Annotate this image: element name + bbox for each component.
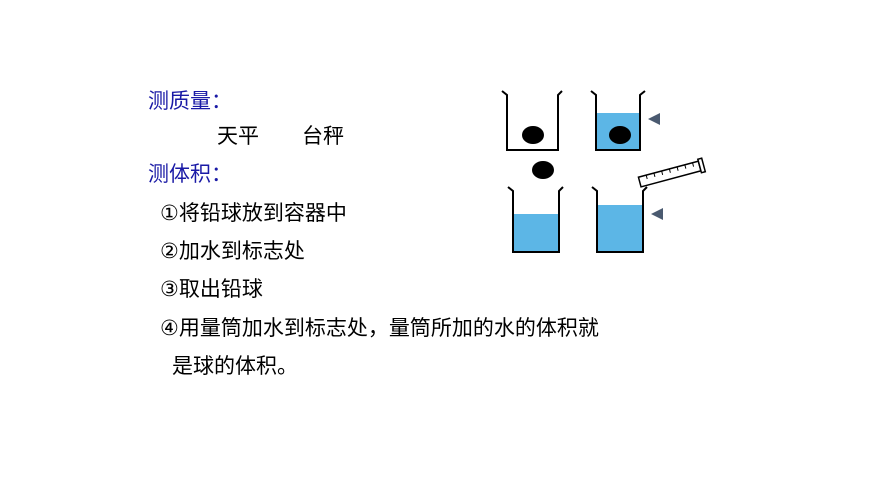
volume-heading: 测体积： <box>148 162 232 186</box>
water <box>597 205 643 252</box>
lead-ball <box>522 126 544 144</box>
instrument-balance: 天平 <box>217 124 259 148</box>
beaker-water-refilled <box>591 157 707 253</box>
instrument-scale: 台秤 <box>302 124 344 148</box>
step-4: ④用量筒加水到标志处，量筒所加的水的体积就 <box>160 316 599 340</box>
beaker-empty-with-ball <box>501 90 563 151</box>
step-1: ①将铅球放到容器中 <box>160 201 347 225</box>
removed-lead-ball <box>532 161 554 179</box>
water <box>513 214 559 252</box>
level-marker-icon <box>648 113 660 125</box>
level-marker-icon <box>651 208 663 220</box>
graduated-cylinder-icon <box>637 157 707 188</box>
step-3: ③取出铅球 <box>160 277 263 301</box>
beaker-water-with-ball <box>590 90 660 151</box>
beaker-water-lowered <box>507 186 564 253</box>
lead-ball <box>609 126 631 144</box>
step-2: ②加水到标志处 <box>160 239 305 263</box>
step-4-continuation: 是球的体积。 <box>172 354 298 378</box>
mass-heading: 测质量： <box>148 89 232 113</box>
